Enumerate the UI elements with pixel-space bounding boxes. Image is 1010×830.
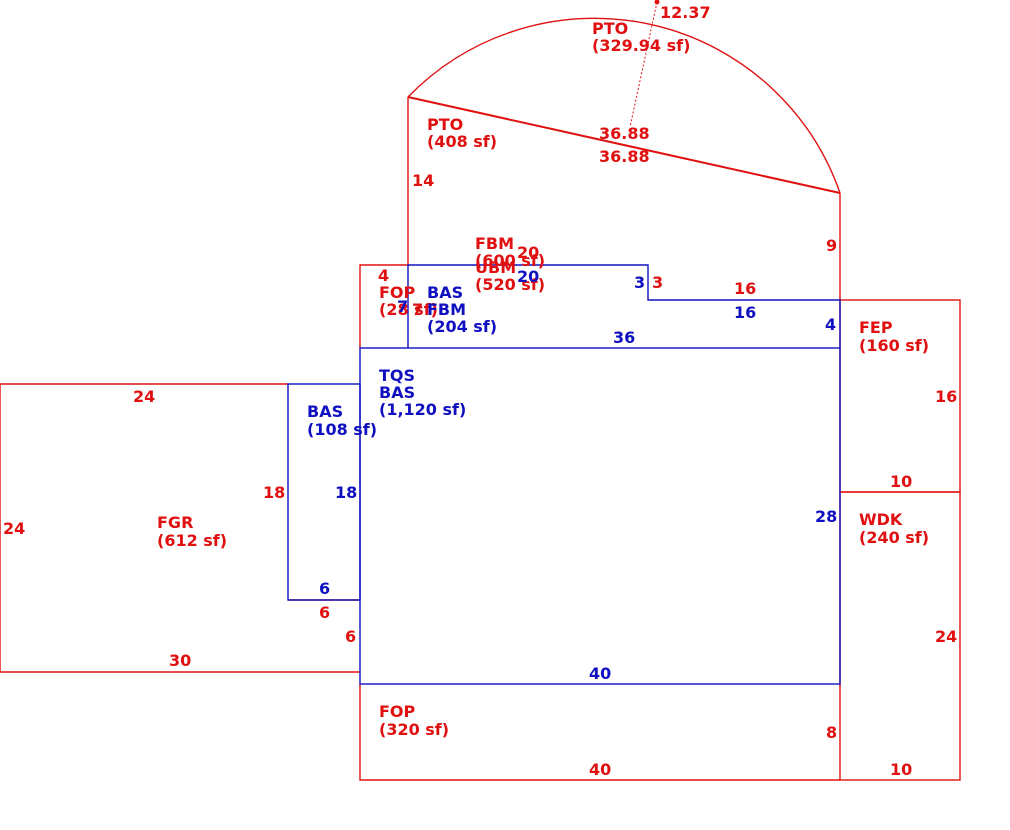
dimension-label: 6 [319,603,330,622]
area-label-pto-arc: PTO (329.94 sf) [592,19,690,55]
area-code: BAS [307,402,343,421]
pto-diagonal-line [407,96,841,194]
dimension-label: 4 [378,266,389,285]
area-size: (520 sf) [475,275,545,294]
dimension-label: 24 [935,627,957,646]
area-label-wdk: WDK (240 sf) [859,510,929,547]
bas-108-outline [287,383,361,601]
area-size: (160 sf) [859,336,929,355]
area-code: PTO [427,115,463,134]
area-label-fop-28: FOP (28 sf) [379,283,438,319]
area-label-fep: FEP (160 sf) [859,318,929,355]
dimension-label: 36.88 [599,124,650,143]
dimension-label: 40 [589,760,611,779]
area-code: BAS [427,283,463,302]
dimension-label: 12.37 [660,3,711,22]
area-size: (329.94 sf) [592,36,690,55]
dimension-labels: 12.37 36.88 36.88 14 9 20 20 3 3 4 7 7 1… [3,3,957,779]
dimension-label: 10 [890,472,912,491]
area-code: UBM [475,258,516,277]
dimension-label: 6 [319,579,330,598]
area-size: (240 sf) [859,528,929,547]
pto-arc-outline [407,17,841,194]
dimension-label: 36.88 [599,147,650,166]
main-bas-outline [359,347,841,685]
dimension-label: 7 [412,300,423,319]
dimension-label: 4 [825,315,836,334]
dimension-label: 9 [826,236,837,255]
dimension-label: 28 [815,507,837,526]
area-label-bas-108: BAS (108 sf) [307,402,377,439]
dimension-label: 3 [634,273,645,292]
area-label-bas-fbm: BAS FBM (204 sf) [427,283,497,336]
area-size: (108 sf) [307,420,377,439]
area-size: (28 sf) [379,300,438,319]
area-labels: PTO (329.94 sf) PTO (408 sf) FBM (600 sf… [157,19,929,739]
dimension-label: 24 [3,519,25,538]
area-label-fgr: FGR (612 sf) [157,513,227,550]
arc-radius-line [629,1,658,128]
fgr-outline [0,383,360,673]
area-code: FBM [475,234,514,253]
dimension-label: 20 [517,267,539,286]
dimension-label: 16 [935,387,957,406]
fop-bottom-outline [359,684,840,781]
dimension-label: 3 [652,273,663,292]
area-label-ubm: UBM (520 sf) [475,258,545,294]
area-code: TQS [379,366,415,385]
area-code: FEP [859,318,893,337]
dimension-label: 6 [345,627,356,646]
dimension-label: 16 [734,303,756,322]
area-label-pto: PTO (408 sf) [427,115,497,151]
dimension-label: 36 [613,328,635,347]
area-size: (1,120 sf) [379,400,466,419]
area-label-fbm-600: FBM (600 sf) [475,234,545,270]
area-size: (320 sf) [379,720,449,739]
area-size: (204 sf) [427,317,497,336]
area-code: FOP [379,283,416,302]
dimension-label: 10 [890,760,912,779]
fop-small-outline [359,264,408,348]
dimension-label: 18 [335,483,357,502]
area-label-tqs-bas: TQS BAS (1,120 sf) [379,366,466,419]
dimension-label: 40 [589,664,611,683]
area-code-2: BAS [379,383,415,402]
blue-outlines [287,264,841,685]
dimension-label: 7 [397,297,408,316]
area-code: PTO [592,19,628,38]
area-code: WDK [859,510,903,529]
area-code-2: FBM [427,300,466,319]
dimension-label: 30 [169,651,191,670]
dimension-label: 14 [412,171,434,190]
area-label-fop-320: FOP (320 sf) [379,702,449,739]
dimension-label: 24 [133,387,155,406]
area-code: FGR [157,513,193,532]
area-size: (600 sf) [475,251,545,270]
area-size: (408 sf) [427,132,497,151]
dimension-label: 16 [734,279,756,298]
area-code: FOP [379,702,416,721]
dimension-label: 18 [263,483,285,502]
bas-fbm-outline [407,264,841,348]
arc-center-dot [654,0,660,5]
dimension-label: 20 [517,243,539,262]
dimension-label: 8 [826,723,837,742]
area-size: (612 sf) [157,531,227,550]
